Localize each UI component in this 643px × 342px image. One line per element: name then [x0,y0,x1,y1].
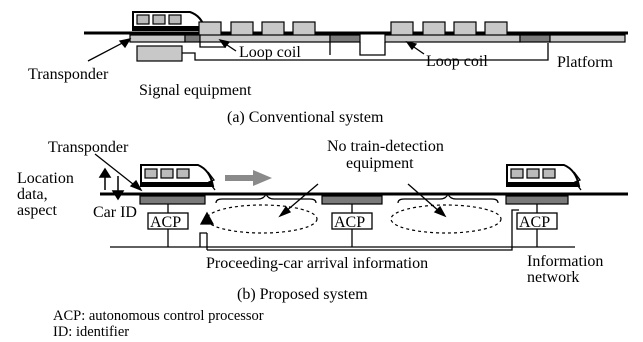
location-label-line3: aspect [17,202,58,219]
train-icon [132,11,207,31]
signal-equipment-box [136,45,183,62]
train-direction-arrow [225,170,272,186]
acp-box: ACP [331,212,373,231]
track-equipment [129,34,626,43]
transponders [139,195,569,205]
conventional-system: Transponder Signal equipment Loop coil L… [28,11,628,126]
information-network-label-line1: Information [527,253,603,270]
train-icon [140,164,215,187]
location-label-line2: data, [17,186,48,203]
acp-label: ACP [150,214,181,231]
location-label-line1: Location [17,170,74,187]
legend-acp: ACP: autonomous control processor [53,308,264,324]
location-car-id-arrows [98,167,125,201]
acp-box: ACP [516,212,558,231]
wireless-icon [573,171,582,191]
no-detection-label-line2: equipment [346,155,414,172]
legend-id: ID: identifier [53,324,129,340]
acp-box: ACP [147,212,189,231]
acp-label: ACP [334,214,365,231]
no-detection-braces [215,192,499,204]
no-detection-label-line1: No train-detection [327,138,444,155]
signal-equipment-label: Signal equipment [139,82,252,99]
acp-links [167,204,538,247]
proposed-caption: (b) Proposed system [237,286,368,303]
acp-label: ACP [519,214,550,231]
arrival-info-path [199,209,519,251]
label-pointers [87,38,425,62]
wireless-icon [207,171,216,191]
information-network-label-line2: network [527,269,579,286]
loop-coil-label-1: Loop coil [239,44,301,61]
transponder-label: Transponder [28,66,109,83]
platform-label: Platform [557,54,614,71]
no-detection-zones [206,204,502,234]
legend: ACP: autonomous control processor ID: id… [53,308,264,340]
transponder-label: Transponder [48,139,129,156]
loop-coil-blocks [198,21,508,37]
car-id-label: Car ID [93,204,137,221]
loop-coil-label-2: Loop coil [426,53,488,70]
arrival-info-label: Proceeding-car arrival information [206,255,428,272]
conventional-caption: (a) Conventional system [227,109,384,126]
proposed-system: ACP ACP ACP [17,138,628,303]
train-icon [506,164,581,187]
label-pointers [94,153,447,218]
loop-coil-wiring [182,42,549,61]
